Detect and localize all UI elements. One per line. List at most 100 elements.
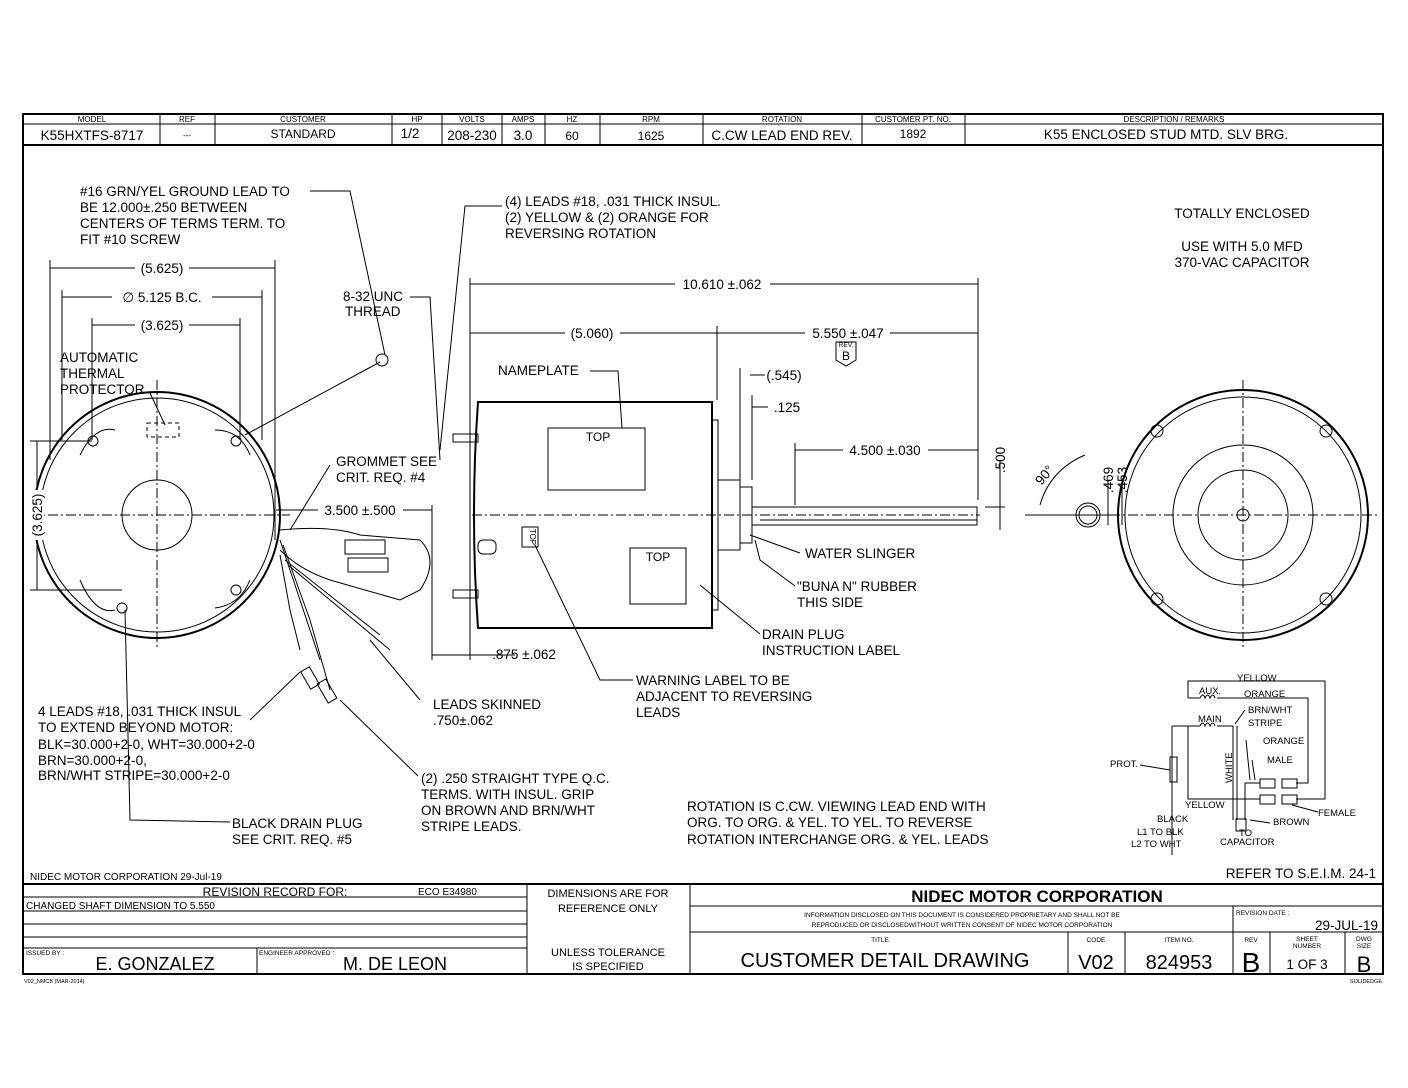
header-label-rotation: ROTATION bbox=[762, 115, 802, 124]
header-hp: 1/2 bbox=[401, 126, 420, 141]
note-skinned-2: .750±.062 bbox=[433, 713, 493, 728]
warning-label-top: TOP bbox=[528, 529, 537, 545]
rev-marker-letter: B bbox=[842, 349, 850, 363]
issued-by: E. GONZALEZ bbox=[95, 954, 214, 974]
revision-date: 29-JUL-19 bbox=[1315, 918, 1378, 933]
note-warning-2: ADJACENT TO REVERSING bbox=[636, 689, 812, 704]
drawing-title: CUSTOMER DETAIL DRAWING bbox=[741, 950, 1030, 972]
sheet-label-2: NUMBER bbox=[1293, 943, 1321, 950]
tolerance-note-1: UNLESS TOLERANCE bbox=[551, 947, 665, 959]
dim-469: .469 bbox=[1101, 467, 1116, 493]
code-label: CODE bbox=[1087, 937, 1106, 944]
sheet-label-1: SHEET bbox=[1296, 936, 1318, 943]
title-label: TITLE bbox=[871, 937, 889, 944]
note-water-slinger: WATER SLINGER bbox=[805, 546, 916, 561]
note-four-leads-3: BLK=30.000+2-0, WHT=30.000+2-0 bbox=[38, 737, 255, 752]
header-label-description: DESCRIPTION / REMARKS bbox=[1124, 115, 1225, 124]
dim-500: .500 bbox=[993, 447, 1008, 473]
wire-black: BLACK bbox=[1157, 814, 1189, 825]
note-rotation-3: ROTATION INTERCHANGE ORG. & YEL. LEADS bbox=[687, 832, 989, 847]
dim-5550: 5.550 ±.047 bbox=[812, 326, 883, 341]
notes: #16 GRN/YEL GROUND LEAD TO BE 12.000±.25… bbox=[30, 184, 1376, 883]
note-nameplate: NAMEPLATE bbox=[498, 363, 579, 378]
item-number: 824953 bbox=[1146, 952, 1213, 974]
note-ground-1: #16 GRN/YEL GROUND LEAD TO bbox=[80, 184, 290, 199]
dim-875: .875 ±.062 bbox=[492, 647, 556, 662]
dim-3625-vertical: (3.625) bbox=[30, 494, 45, 537]
wire-capacitor: CAPACITOR bbox=[1220, 837, 1275, 848]
header-rotation: C.CW LEAD END REV. bbox=[711, 128, 852, 143]
engineer-label: ENGINEER APPROVED : bbox=[259, 950, 334, 957]
dim-453: .453 bbox=[1115, 467, 1130, 493]
proprietary-2: REPRODUCED OR DISCLOSEDWITHOUT WRITTEN C… bbox=[812, 922, 1113, 929]
rev-marker: REV. B bbox=[835, 341, 857, 367]
note-rotation-1: ROTATION IS C.CW. VIEWING LEAD END WITH bbox=[687, 799, 986, 814]
wire-yellow: YELLOW bbox=[1185, 800, 1225, 811]
note-qc-1: (2) .250 STRAIGHT TYPE Q.C. bbox=[421, 771, 610, 786]
note-four-leads-4: BRN=30.000+2-0, bbox=[38, 753, 147, 768]
eco-number: ECO E34980 bbox=[418, 887, 477, 898]
wire-brn-wht-2: STRIPE bbox=[1248, 718, 1282, 729]
note-vac: 370-VAC CAPACITOR bbox=[1174, 255, 1309, 270]
dim-bolt-circle: ∅ 5.125 B.C. bbox=[122, 290, 201, 305]
wire-l2: L2 TO WHT bbox=[1131, 839, 1182, 850]
note-four-leads-5: BRN/WHT STRIPE=30.000+2-0 bbox=[38, 768, 230, 783]
dim-125: .125 bbox=[774, 400, 800, 415]
header-label-customer: CUSTOMER bbox=[280, 115, 326, 124]
header-label-rpm: RPM bbox=[642, 115, 660, 124]
engineer: M. DE LEON bbox=[343, 954, 447, 974]
spec-header-table: MODEL REF CUSTOMER HP VOLTS AMPS HZ RPM … bbox=[23, 114, 1383, 146]
dim-3500: 3.500 ±.500 bbox=[324, 503, 395, 518]
note-warning-1: WARNING LABEL TO BE bbox=[636, 673, 790, 688]
note-qc-4: STRIPE LEADS. bbox=[421, 819, 522, 834]
shaft-end-view bbox=[1025, 380, 1380, 650]
note-thread-2: THREAD bbox=[345, 304, 401, 319]
note-protector-1: AUTOMATIC bbox=[60, 350, 139, 365]
note-enclosed: TOTALLY ENCLOSED bbox=[1174, 206, 1310, 221]
note-ground-2: BE 12.000±.250 BETWEEN bbox=[80, 200, 247, 215]
wire-female: FEMALE bbox=[1318, 808, 1356, 819]
dimension-labels: (5.625) ∅ 5.125 B.C. (3.625) (3.625) 10.… bbox=[28, 261, 1130, 662]
wiring-diagram bbox=[1139, 680, 1326, 855]
note-ground-4: FIT #10 SCREW bbox=[80, 232, 181, 247]
header-label-ref: REF bbox=[179, 115, 195, 124]
note-skinned-1: LEADS SKINNED bbox=[433, 697, 541, 712]
wire-brown: BROWN bbox=[1273, 817, 1310, 828]
note-protector-2: THERMAL bbox=[60, 366, 125, 381]
wire-brn-wht-1: BRN/WHT bbox=[1248, 705, 1293, 716]
note-four-leads-2: TO EXTEND BEYOND MOTOR: bbox=[38, 720, 233, 735]
wire-prot: PROT. bbox=[1110, 759, 1138, 770]
sheet-number: 1 OF 3 bbox=[1286, 957, 1327, 972]
header-label-volts: VOLTS bbox=[459, 115, 485, 124]
note-drain-label-2: INSTRUCTION LABEL bbox=[762, 643, 901, 658]
header-customer: STANDARD bbox=[270, 127, 335, 141]
tolerance-note-2: IS SPECIFIED bbox=[572, 961, 644, 973]
wire-orange-top: ORANGE bbox=[1244, 689, 1285, 700]
dim-4500: 4.500 ±.030 bbox=[849, 443, 920, 458]
header-label-customer-pt: CUSTOMER PT. NO. bbox=[875, 115, 951, 124]
header-ref: --- bbox=[183, 131, 191, 140]
dwg-size: B bbox=[1357, 952, 1372, 977]
note-qc-3: ON BROWN AND BRN/WHT bbox=[421, 803, 595, 818]
note-refer: REFER TO S.E.I.M. 24-1 bbox=[1226, 866, 1376, 881]
header-model: K55HXTFS-8717 bbox=[41, 128, 144, 143]
note-grommet-2: CRIT. REQ. #4 bbox=[336, 470, 426, 485]
wire-main: MAIN bbox=[1198, 714, 1222, 725]
left-dimension-lines bbox=[30, 190, 441, 823]
note-drain-plug-2: SEE CRIT. REQ. #5 bbox=[232, 832, 352, 847]
note-drain-plug-1: BLACK DRAIN PLUG bbox=[232, 816, 363, 831]
company-name: NIDEC MOTOR CORPORATION bbox=[911, 887, 1163, 906]
code: V02 bbox=[1078, 952, 1114, 974]
note-rotation-2: ORG. TO ORG. & YEL. TO YEL. TO REVERSE bbox=[687, 815, 972, 830]
wire-male: MALE bbox=[1267, 755, 1293, 766]
revision-record-label: REVISION RECORD FOR: bbox=[203, 885, 348, 899]
nameplate-box bbox=[547, 427, 646, 491]
dim-angle: 90° bbox=[1032, 462, 1057, 487]
item-label: ITEM NO. bbox=[1165, 937, 1194, 944]
wire-white: WHITE bbox=[1224, 752, 1235, 783]
proprietary-1: INFORMATION DISCLOSED ON THIS DOCUMENT I… bbox=[804, 912, 1120, 919]
note-thread-1: 8-32 UNC bbox=[343, 289, 403, 304]
dim-5625: (5.625) bbox=[141, 261, 184, 276]
wire-yellow-top: YELLOW bbox=[1237, 673, 1277, 684]
